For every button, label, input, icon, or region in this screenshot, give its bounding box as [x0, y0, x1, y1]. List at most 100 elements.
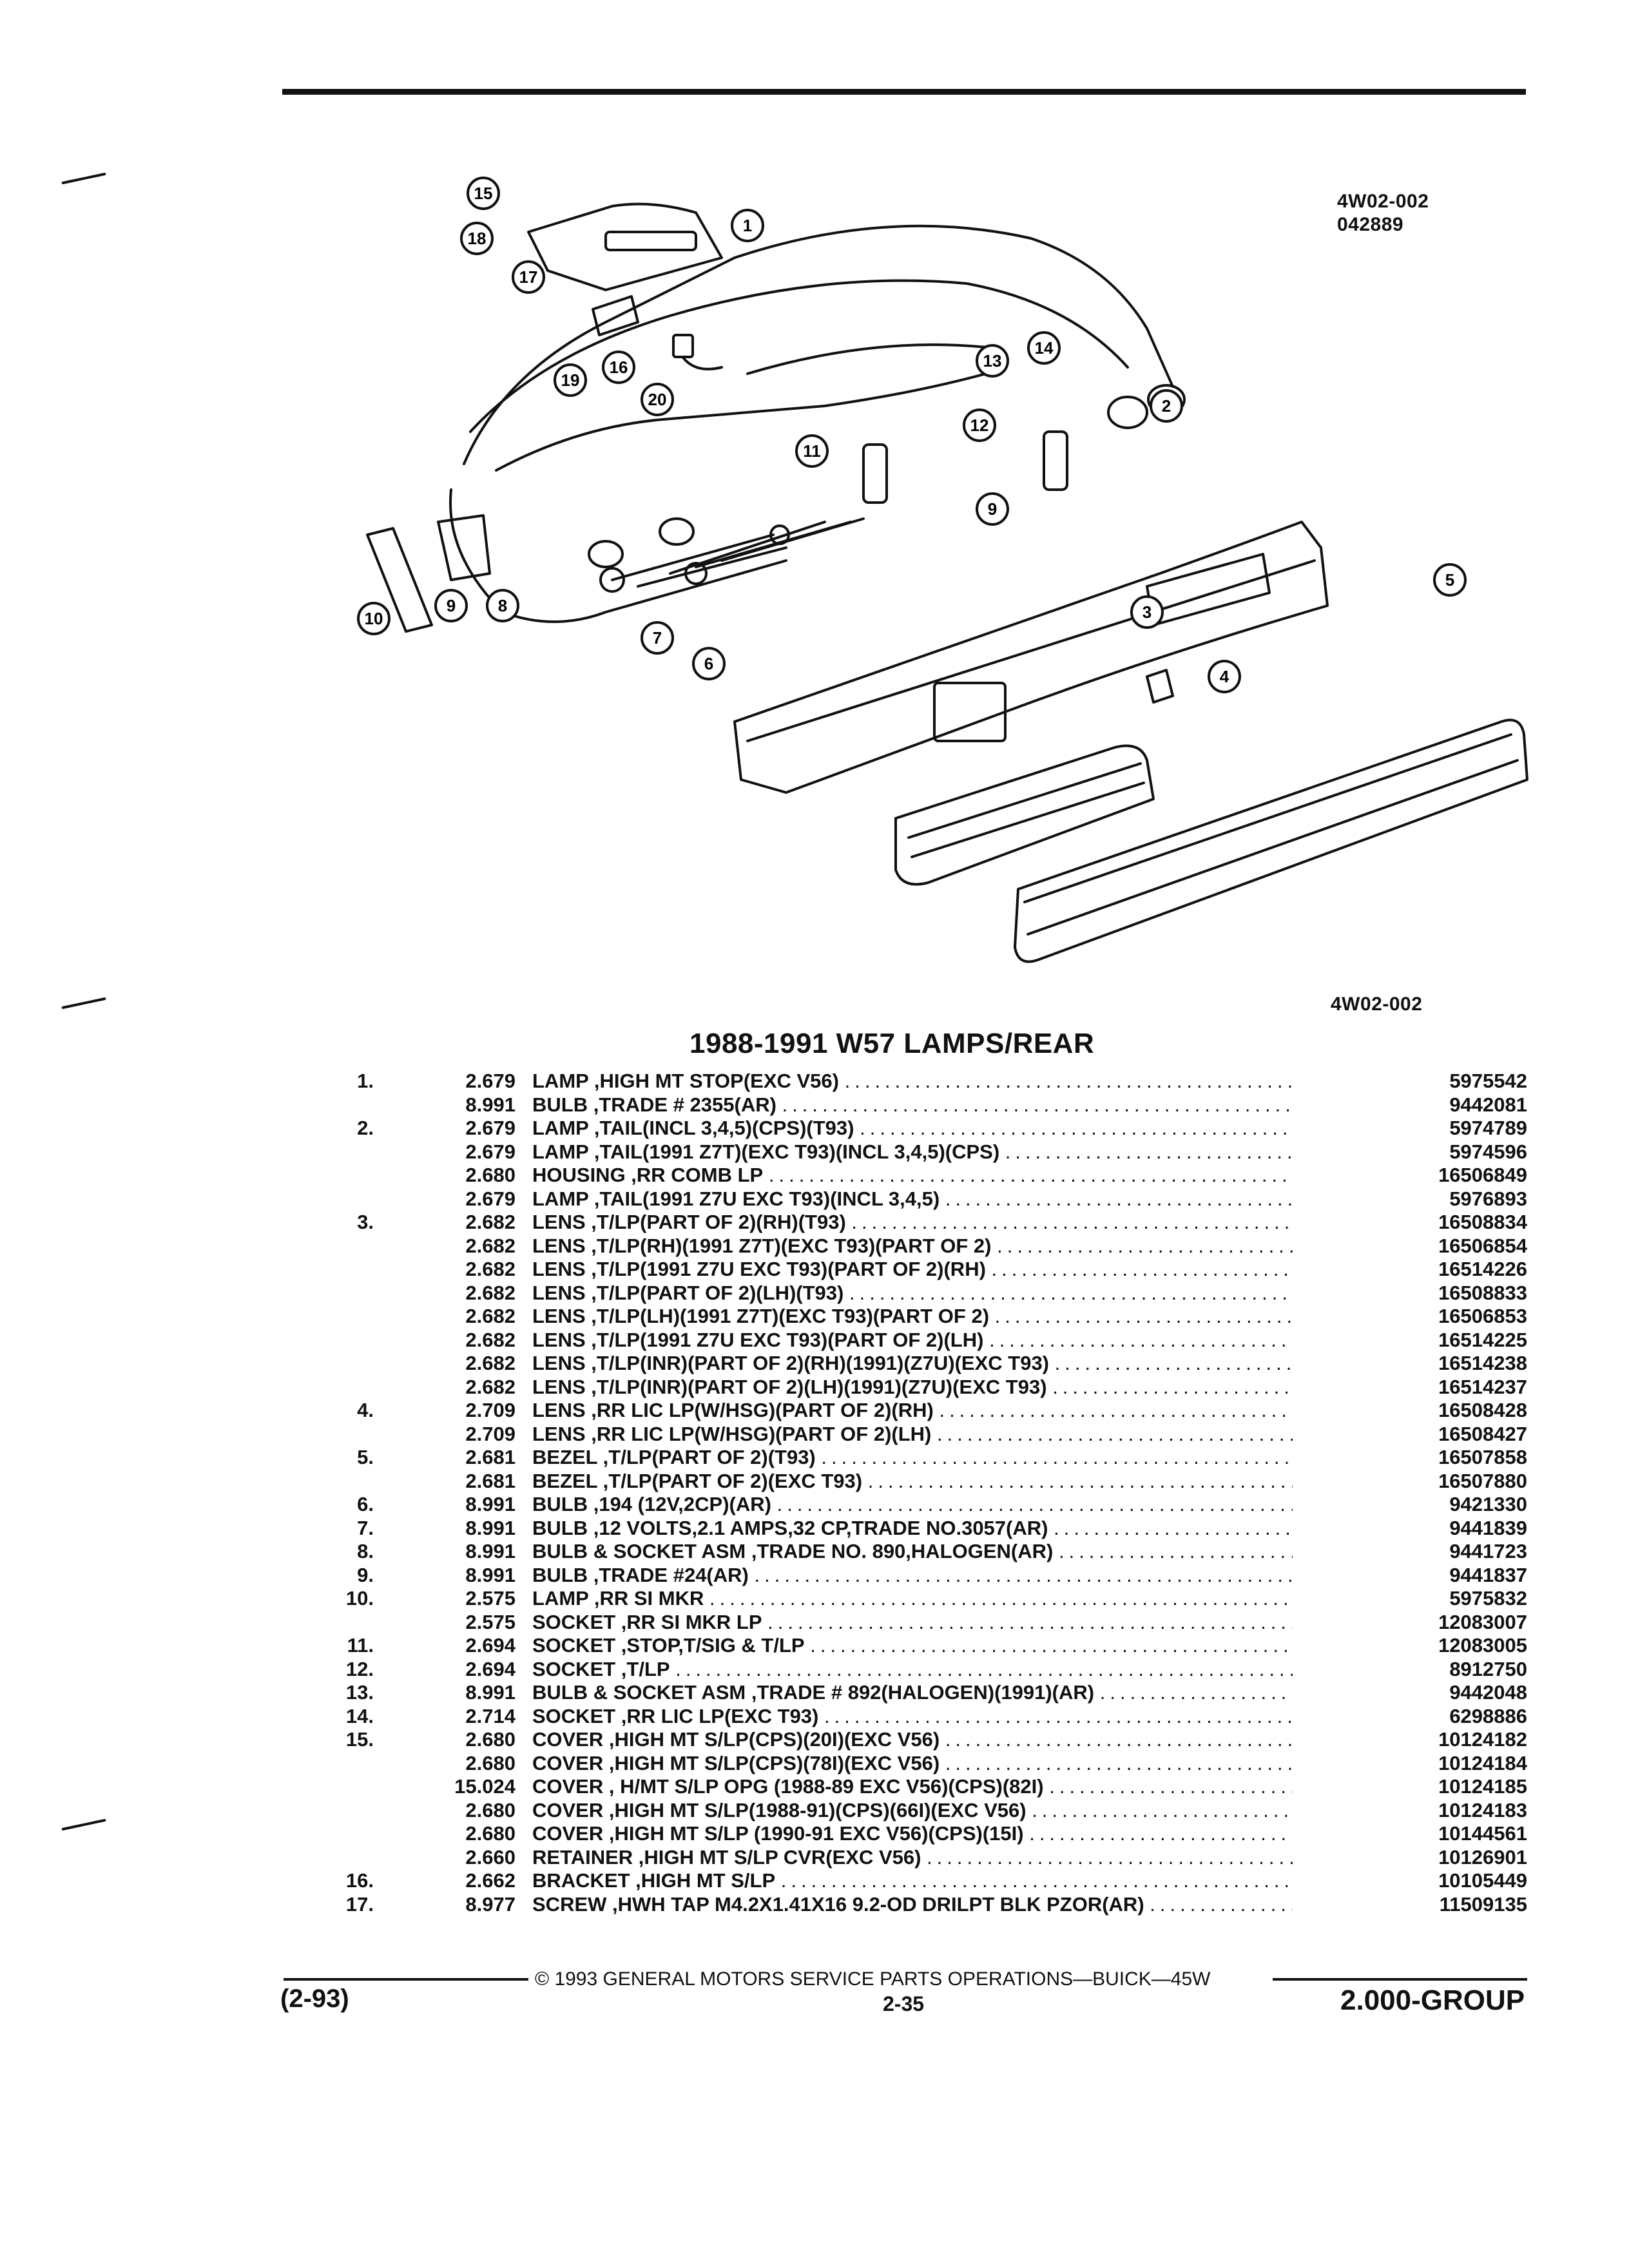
footer-rule-right: [1273, 1978, 1527, 1981]
part-description: COVER ,HIGH MT S/LP(1988-91)(CPS)(66I)(E…: [532, 1798, 1293, 1821]
part-number: 9442081: [1449, 1093, 1527, 1116]
part-number: 9442048: [1449, 1681, 1527, 1704]
part-number: 9441839: [1449, 1516, 1527, 1539]
part-description: LENS ,T/LP(LH)(1991 Z7T)(EXC T93)(PART O…: [532, 1305, 1293, 1327]
reference-number: 8.991: [465, 1563, 516, 1586]
parts-row: 2.682 LENS ,T/LP(1991 Z7U EXC T93)(PART O…: [290, 1258, 1527, 1282]
part-description: LENS ,RR LIC LP(W/HSG)(PART OF 2)(LH) ..…: [532, 1422, 1293, 1445]
reference-number: 2.682: [465, 1234, 516, 1257]
reference-number: 2.679: [465, 1140, 516, 1163]
part-number: 16506853: [1438, 1305, 1527, 1327]
reference-number: 2.679: [465, 1187, 516, 1210]
part-description: LENS ,T/LP(INR)(PART OF 2)(LH)(1991)(Z7U…: [532, 1375, 1293, 1398]
part-number: 9441837: [1449, 1563, 1527, 1586]
reference-number: 2.714: [465, 1704, 516, 1727]
part-number: 16508428: [1438, 1399, 1527, 1421]
part-description: BULB ,TRADE #24(AR) ....................…: [532, 1563, 1293, 1586]
callout-3: 3: [1142, 602, 1152, 622]
reference-number: 2.679: [465, 1070, 516, 1092]
part-number: 16514237: [1438, 1375, 1527, 1398]
part-number: 16507858: [1438, 1446, 1527, 1468]
part-description: LENS ,T/LP(1991 Z7U EXC T93)(PART OF 2)(…: [532, 1258, 1293, 1280]
part-number: 5975542: [1449, 1070, 1527, 1092]
part-number: 12083005: [1438, 1634, 1527, 1657]
item-number: 6.: [357, 1493, 374, 1515]
parts-row: 2.680 COVER ,HIGH MT S/LP(1988-91)(CPS)(6…: [290, 1799, 1527, 1823]
callout-10: 10: [365, 609, 383, 628]
reference-number: 2.680: [465, 1751, 516, 1774]
reference-number: 2.681: [465, 1469, 516, 1492]
part-number: 9421330: [1449, 1493, 1527, 1515]
group-label: 2.000-GROUP: [1340, 1984, 1525, 2016]
reference-number: 8.991: [465, 1681, 516, 1704]
reference-number: 2.682: [465, 1258, 516, 1280]
part-description: BULB ,12 VOLTS,2.1 AMPS,32 CP,TRADE NO.3…: [532, 1516, 1293, 1539]
part-number: 10105449: [1438, 1869, 1527, 1892]
callout-11: 11: [803, 441, 821, 461]
callout-19: 19: [561, 370, 580, 390]
callout-18: 18: [468, 229, 487, 248]
reference-number: 2.682: [465, 1281, 516, 1304]
callout-13: 13: [983, 351, 1002, 370]
part-description: BULB ,194 (12V,2CP)(AR) ................…: [532, 1493, 1293, 1515]
scan-mark: [61, 172, 106, 185]
part-description: LENS ,T/LP(INR)(PART OF 2)(RH)(1991)(Z7U…: [532, 1352, 1293, 1374]
page-title: 1988-1991 W57 LAMPS/REAR: [689, 1028, 1095, 1059]
part-number: 16508427: [1438, 1422, 1527, 1445]
part-description: COVER ,HIGH MT S/LP(CPS)(20I)(EXC V56) .…: [532, 1728, 1293, 1751]
part-number: 10144561: [1438, 1822, 1527, 1845]
callout-6: 6: [704, 654, 713, 673]
part-description: SOCKET ,RR LIC LP(EXC T93) .............…: [532, 1704, 1293, 1727]
callout-12: 12: [970, 416, 989, 435]
reference-number: 2.680: [465, 1798, 516, 1821]
callout-8: 8: [498, 596, 507, 615]
item-number: 8.: [357, 1540, 374, 1562]
reference-number: 2.660: [465, 1845, 516, 1869]
reference-number: 2.694: [465, 1634, 516, 1657]
part-number: 16514238: [1438, 1352, 1527, 1374]
scan-mark: [61, 997, 106, 1010]
reference-number: 2.709: [465, 1399, 516, 1421]
part-number: 16514225: [1438, 1328, 1527, 1351]
part-description: SOCKET ,RR SI MKR LP ...................…: [532, 1610, 1293, 1633]
diagram-id-bottom: 4W02-002: [1331, 994, 1423, 1015]
part-description: LENS ,T/LP(RH)(1991 Z7T)(EXC T93)(PART O…: [532, 1234, 1293, 1257]
part-description: SOCKET ,STOP,T/SIG & T/LP ..............…: [532, 1634, 1293, 1657]
part-number: 12083007: [1438, 1610, 1527, 1633]
part-number: 5975832: [1449, 1587, 1527, 1610]
part-description: LAMP ,TAIL(INCL 3,4,5)(CPS)(T93) .......…: [532, 1117, 1293, 1139]
scan-mark: [61, 1818, 106, 1831]
reference-number: 8.977: [465, 1892, 516, 1916]
reference-number: 8.991: [465, 1093, 516, 1116]
part-description: BEZEL ,T/LP(PART OF 2)(T93) ............…: [532, 1446, 1293, 1468]
part-number: 9441723: [1449, 1540, 1527, 1562]
callout-2: 2: [1162, 396, 1171, 416]
part-description: RETAINER ,HIGH MT S/LP CVR(EXC V56) ....…: [532, 1845, 1293, 1869]
item-number: 5.: [357, 1446, 374, 1468]
revision-date: (2-93): [280, 1984, 349, 2013]
part-description: LAMP ,TAIL(1991 Z7U EXC T93)(INCL 3,4,5)…: [532, 1187, 1293, 1210]
item-number: 3.: [357, 1211, 374, 1233]
reference-number: 8.991: [465, 1540, 516, 1562]
reference-number: 2.694: [465, 1657, 516, 1680]
part-number: 6298886: [1449, 1704, 1527, 1727]
reference-number: 2.680: [465, 1164, 516, 1186]
part-description: COVER ,HIGH MT S/LP(CPS)(78I)(EXC V56) .…: [532, 1751, 1293, 1774]
top-rule: [282, 89, 1526, 95]
